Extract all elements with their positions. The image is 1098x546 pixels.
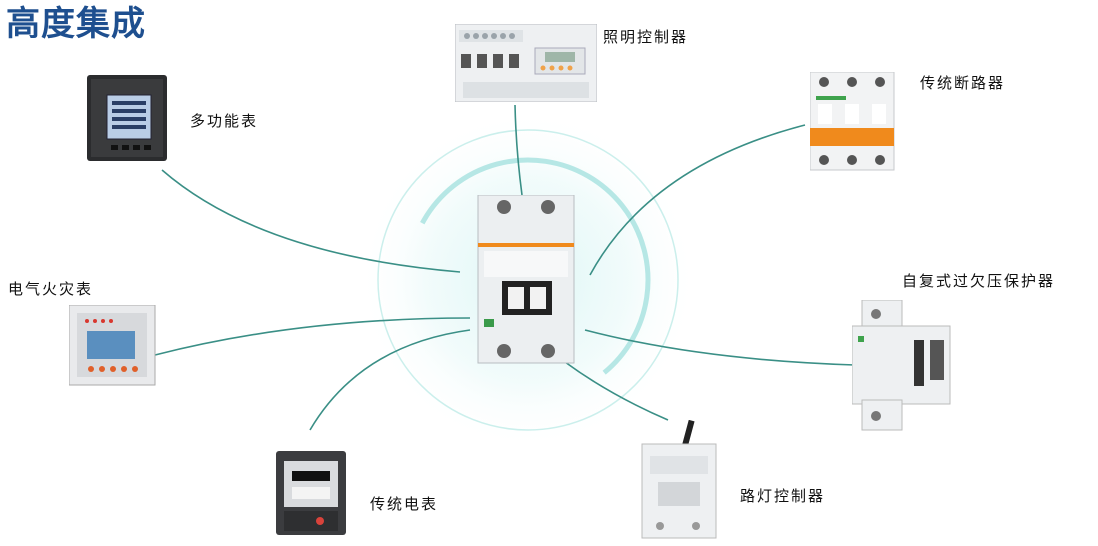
- central-smart-breaker-image: [472, 194, 580, 365]
- traditional-meter-label: 传统电表: [370, 495, 439, 513]
- line-lighting-controller: [514, 104, 523, 196]
- line-traditional-meter: [309, 329, 471, 431]
- multifunction-meter-image: [87, 75, 171, 165]
- traditional-meter-image: [272, 447, 350, 539]
- auto-reset-protector-image: [851, 299, 952, 432]
- line-electrical-fire-meter: [154, 317, 471, 356]
- page-title: 高度集成: [6, 4, 146, 44]
- lighting-controller-label: 照明控制器: [603, 28, 689, 46]
- streetlight-controller-image: [640, 419, 718, 540]
- line-multifunction-meter: [161, 169, 461, 273]
- electrical-fire-meter-label: 电气火灾表: [8, 280, 94, 298]
- traditional-breaker-image: [809, 71, 896, 172]
- lighting-controller-image: [454, 23, 598, 103]
- traditional-breaker-label: 传统断路器: [920, 74, 1006, 92]
- line-auto-reset-protector: [584, 329, 856, 366]
- electrical-fire-meter-image: [68, 304, 157, 387]
- multifunction-meter-label: 多功能表: [190, 112, 259, 130]
- streetlight-controller-label: 路灯控制器: [740, 487, 826, 505]
- center-ring: [405, 157, 651, 403]
- center-ring-outer: [377, 129, 679, 431]
- auto-reset-protector-label: 自复式过欠压保护器: [902, 272, 1056, 290]
- line-traditional-breaker: [589, 124, 806, 276]
- line-streetlight-controller: [564, 361, 669, 421]
